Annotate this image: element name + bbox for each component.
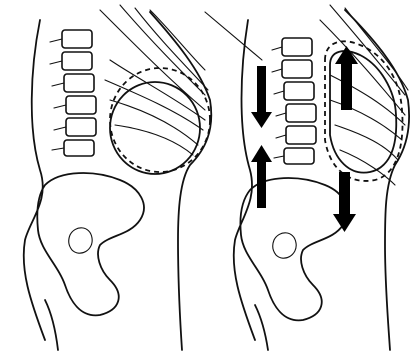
left-spine xyxy=(50,30,96,156)
right-back-outline xyxy=(234,20,255,340)
right-spine xyxy=(272,38,316,164)
arrow-down-upper xyxy=(251,66,272,128)
right-lower-back xyxy=(255,305,268,350)
right-abdominal-wall-lines xyxy=(320,5,408,185)
left-organ-outline xyxy=(110,82,200,174)
left-back-outline xyxy=(24,20,45,340)
right-pelvis xyxy=(240,178,346,320)
right-pelvis-inner xyxy=(273,233,297,258)
left-panel xyxy=(24,5,212,350)
left-abdomen-outline xyxy=(150,12,211,350)
left-pelvis-inner xyxy=(69,228,93,253)
right-pointer-line xyxy=(205,12,262,60)
arrow-down-abdomen xyxy=(333,172,356,232)
left-lower-back xyxy=(45,300,58,350)
left-pelvis xyxy=(37,173,144,315)
right-organ-outline xyxy=(330,51,396,172)
arrow-up-lower xyxy=(251,145,272,208)
right-panel xyxy=(205,5,409,350)
